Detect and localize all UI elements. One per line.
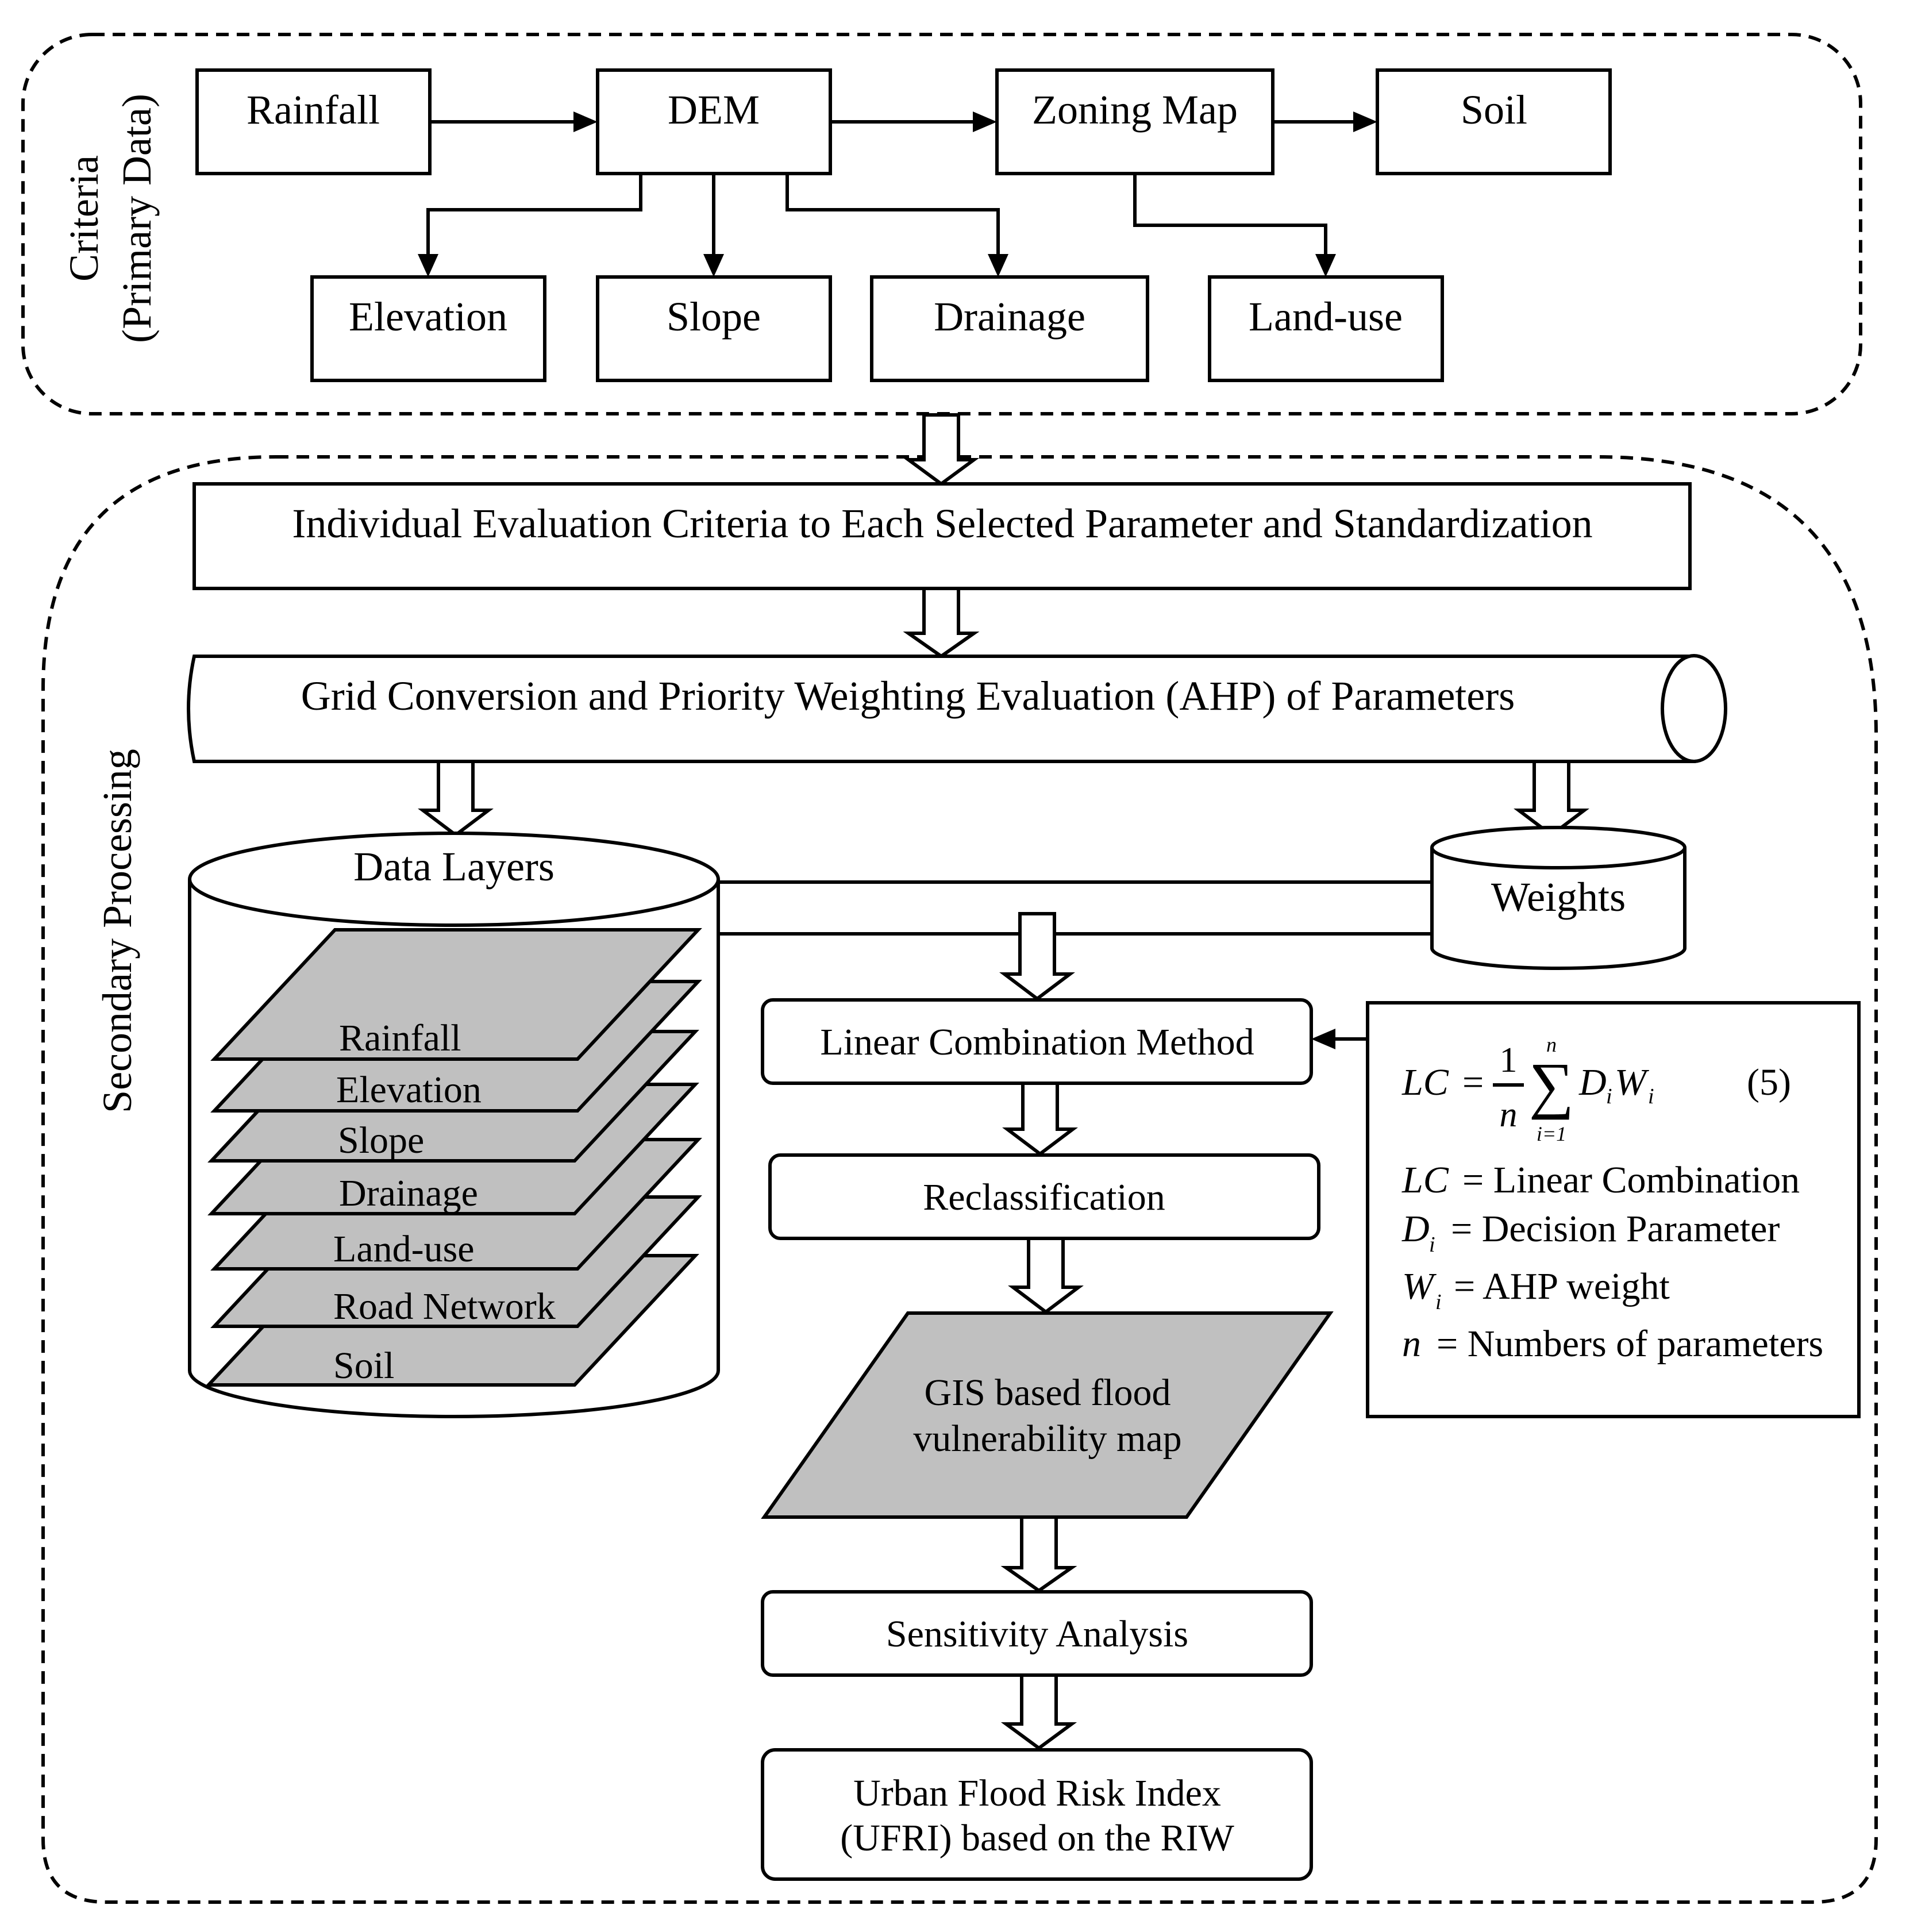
formula-denominator: n	[1500, 1095, 1518, 1134]
formula-def3-symbol: W	[1402, 1265, 1437, 1307]
map-to-sensitivity-arrow	[1000, 1515, 1077, 1593]
elevation-criterion-box: Elevation	[310, 275, 546, 382]
formula-eq-number: (5)	[1747, 1061, 1791, 1103]
dem-to-elevation-arrow	[418, 174, 642, 277]
zoning-to-soil-arrow	[1273, 111, 1377, 132]
slope-criterion-label: Slope	[667, 294, 761, 340]
formula-def3-text: = AHP weight	[1454, 1265, 1670, 1307]
grid-to-data-layers-arrow	[418, 760, 494, 837]
grid-to-weights-arrow	[1514, 760, 1589, 837]
formula-lhs: LC	[1401, 1061, 1449, 1103]
dem-to-drainage-arrow	[785, 174, 1008, 277]
vulnerability-map-shape: GIS based flood vulnerability map	[761, 1311, 1334, 1519]
primary-title-line2: (Primary Data)	[114, 94, 160, 343]
reclassification-to-map-arrow	[1008, 1237, 1084, 1314]
evaluation-to-grid-arrow	[903, 587, 980, 659]
formula-def4-symbol: n	[1402, 1323, 1421, 1365]
dem-label: DEM	[668, 87, 760, 133]
formula-to-linear-combination-arrow	[1311, 1029, 1368, 1049]
drainage-criterion-label: Drainage	[934, 294, 1085, 340]
formula-numerator: 1	[1500, 1041, 1518, 1080]
secondary-processing-container	[41, 455, 1878, 1904]
layer-label-land-use: Land-use	[333, 1228, 475, 1270]
layer-sheet-rainfall: Rainfall	[210, 928, 702, 1061]
land-use-criterion-box: Land-use	[1208, 275, 1444, 382]
formula-sum-upper: n	[1546, 1033, 1557, 1056]
dem-box: DEM	[596, 68, 832, 175]
formula-def2-text: = Decision Parameter	[1451, 1208, 1780, 1250]
weights-cylinder: Weights	[1430, 826, 1686, 970]
evaluation-label: Individual Evaluation Criteria to Each S…	[292, 501, 1592, 546]
formula-term-w: W	[1615, 1061, 1649, 1103]
evaluation-box: Individual Evaluation Criteria to Each S…	[192, 482, 1692, 590]
vulnerability-map-label-line1: GIS based flood	[925, 1372, 1171, 1414]
soil-criterion-label: Soil	[1461, 87, 1527, 133]
layer-label-slope: Slope	[338, 1119, 424, 1161]
ufri-box: Urban Flood Risk Index (UFRI) based on t…	[761, 1748, 1313, 1881]
grid-conversion-cylinder: Grid Conversion and Priority Weighting E…	[187, 654, 1727, 763]
rainfall-criterion-box: Rainfall	[195, 68, 432, 175]
zoning-map-box: Zoning Map	[995, 68, 1274, 175]
formula-def1-text: = Linear Combination	[1462, 1159, 1800, 1201]
linear-combination-label: Linear Combination Method	[820, 1021, 1254, 1063]
ufri-label-line2: (UFRI) based on the RIW	[840, 1817, 1234, 1859]
grid-conversion-label: Grid Conversion and Priority Weighting E…	[301, 673, 1515, 719]
data-layers-title: Data Layers	[353, 844, 555, 890]
formula-sum-lower: i=1	[1537, 1122, 1566, 1145]
layer-label-elevation: Elevation	[336, 1069, 482, 1111]
formula-def2-subscript: i	[1429, 1233, 1435, 1257]
formula-box: LC = 1 n n ∑ i=1 D i W i (5) LC = Linear…	[1366, 1001, 1861, 1418]
drainage-criterion-box: Drainage	[870, 275, 1149, 382]
secondary-title: Secondary Processing	[94, 749, 140, 1113]
formula-term-d-sub: i	[1606, 1084, 1612, 1109]
reclassification-box: Reclassification	[768, 1153, 1320, 1240]
slope-criterion-box: Slope	[596, 275, 832, 382]
formula-def3-subscript: i	[1435, 1290, 1442, 1314]
formula-term-d: D	[1578, 1061, 1607, 1103]
linear-combination-box: Linear Combination Method	[761, 998, 1313, 1085]
rainfall-criterion-label: Rainfall	[247, 87, 380, 133]
formula-def4-text: = Numbers of parameters	[1437, 1323, 1823, 1365]
primary-to-evaluation-arrow	[903, 413, 980, 486]
formula-sigma: ∑	[1529, 1050, 1574, 1120]
formula-def1-symbol: LC	[1401, 1159, 1449, 1201]
layer-label-road-network: Road Network	[333, 1286, 556, 1327]
primary-title-line1: Criteria	[61, 155, 107, 282]
dem-to-slope-arrow	[703, 174, 724, 277]
layer-label-rainfall: Rainfall	[339, 1017, 461, 1059]
weights-label: Weights	[1491, 874, 1626, 920]
sensitivity-to-ufri-arrow	[1000, 1673, 1077, 1750]
vulnerability-map-label-line2: vulnerability map	[913, 1418, 1181, 1460]
zoning-map-label: Zoning Map	[1032, 87, 1238, 133]
rainfall-to-dem-arrow	[430, 111, 598, 132]
formula-def2-symbol: D	[1401, 1208, 1430, 1250]
formula-equals: =	[1462, 1061, 1484, 1103]
ufri-label-line1: Urban Flood Risk Index	[853, 1772, 1221, 1814]
reclassification-label: Reclassification	[923, 1176, 1165, 1218]
layer-label-drainage: Drainage	[339, 1172, 478, 1214]
zoning-to-land-use-arrow	[1133, 174, 1336, 277]
linear-to-reclassification-arrow	[1002, 1082, 1078, 1156]
to-linear-combination-arrow	[999, 912, 1075, 1001]
layer-label-soil: Soil	[333, 1345, 394, 1387]
formula-term-w-sub: i	[1648, 1084, 1654, 1109]
dem-to-zoning-arrow	[830, 111, 997, 132]
sensitivity-analysis-box: Sensitivity Analysis	[761, 1590, 1313, 1677]
soil-criterion-box: Soil	[1376, 68, 1612, 175]
elevation-criterion-label: Elevation	[349, 294, 507, 340]
sensitivity-analysis-label: Sensitivity Analysis	[886, 1613, 1188, 1655]
land-use-criterion-label: Land-use	[1249, 294, 1403, 340]
